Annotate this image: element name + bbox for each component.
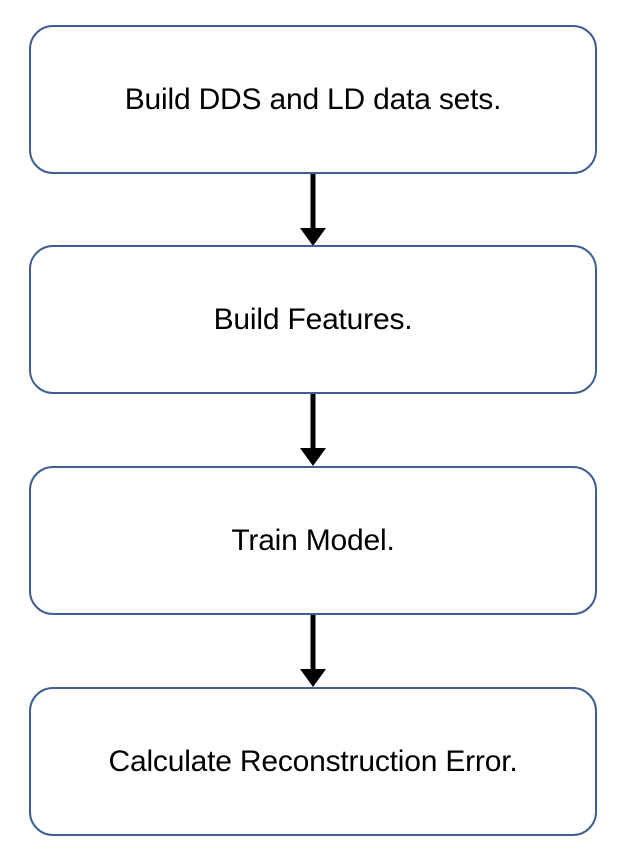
step-label: Build Features. bbox=[213, 302, 413, 336]
step-label: Calculate Reconstruction Error. bbox=[108, 744, 518, 778]
step-box-build-data-sets: Build DDS and LD data sets. bbox=[29, 25, 597, 174]
step-box-build-features: Build Features. bbox=[29, 245, 597, 394]
step-box-train-model: Train Model. bbox=[29, 466, 597, 615]
step-label: Train Model. bbox=[231, 523, 395, 557]
down-arrow-icon bbox=[300, 174, 326, 246]
down-arrow-icon bbox=[300, 394, 326, 466]
step-box-calculate-error: Calculate Reconstruction Error. bbox=[29, 687, 597, 836]
step-label: Build DDS and LD data sets. bbox=[124, 82, 502, 116]
down-arrow-icon bbox=[300, 615, 326, 687]
